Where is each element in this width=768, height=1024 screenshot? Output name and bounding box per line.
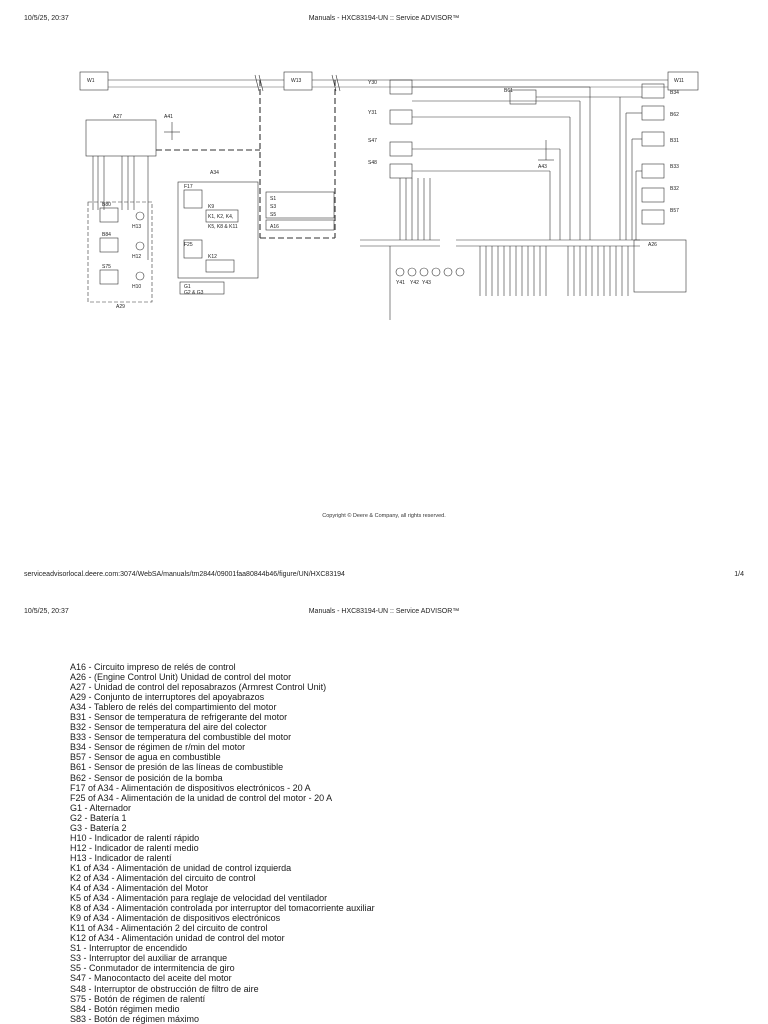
label-W11: W11	[674, 78, 684, 84]
legend-item: G1 - Alternador	[70, 802, 132, 813]
legend-item: A26 - (Engine Control Unit) Unidad de co…	[70, 672, 292, 683]
page2-timestamp: 10/5/25, 20:37	[24, 608, 69, 615]
label-B34: B34	[670, 90, 679, 96]
label-A26: A26	[648, 242, 657, 248]
label-A27: A27	[113, 114, 122, 120]
label-Y43: Y43	[422, 280, 431, 286]
label-Y30: Y30	[368, 80, 377, 86]
label-W1: W1	[87, 78, 95, 84]
component-legend: A16 - Circuito impreso de relés de contr…	[70, 662, 710, 1024]
page-title: Manuals - HXC83194-UN :: Service ADVISOR…	[308, 15, 460, 22]
legend-item: H13 - Indicador de ralentí	[70, 852, 172, 863]
legend-item: K2 of A34 - Alimentación del circuito de…	[70, 872, 256, 883]
label-A34: A34	[210, 170, 219, 176]
legend-item: K12 of A34 - Alimentación unidad de cont…	[70, 933, 285, 944]
legend-item: B33 - Sensor de temperatura del combusti…	[70, 732, 292, 743]
legend-item: K8 of A34 - Alimentación controlada por …	[70, 903, 375, 914]
page-url[interactable]: serviceadvisorlocal.deere.com:3074/WebSA…	[24, 571, 345, 578]
legend-item: S83 - Botón de régimen máximo	[70, 1013, 200, 1024]
legend-item: S5 - Conmutador de intermitencia de giro	[70, 963, 235, 974]
legend-item: K1 of A34 - Alimentación de unidad de co…	[70, 862, 292, 873]
label-B61: B61	[504, 88, 513, 94]
wiring-diagram: W1 W13 W11 A27 A41 A34 A43 A26 A29 B61 B…	[79, 71, 699, 320]
label-S3: S3	[270, 204, 276, 210]
label-B33: B33	[670, 164, 679, 170]
legend-item: A34 - Tablero de relés del compartimient…	[70, 702, 277, 713]
label-S75: S75	[102, 264, 111, 270]
label-H13: H13	[132, 224, 141, 230]
legend-item: K5 of A34 - Alimentación para reglaje de…	[70, 893, 328, 904]
legend-item: B61 - Sensor de presión de las líneas de…	[70, 762, 284, 773]
label-W13: W13	[291, 78, 302, 84]
legend-item: G3 - Batería 2	[70, 822, 127, 833]
legend-item: A27 - Unidad de control del reposabrazos…	[70, 682, 327, 693]
legend-item: B34 - Sensor de régimen de r/min del mot…	[70, 742, 246, 753]
legend-item: A29 - Conjunto de interruptores del apoy…	[70, 692, 265, 703]
label-B31: B31	[670, 138, 679, 144]
label-A41: A41	[164, 114, 173, 120]
label-G2G3: G2 & G3	[184, 290, 204, 296]
legend-item: F17 of A34 - Alimentación de dispositivo…	[70, 782, 311, 793]
legend-item: A16 - Circuito impreso de relés de contr…	[70, 662, 236, 672]
label-K3-group: K5, K8 & K11	[208, 224, 238, 230]
legend-item: S1 - Interruptor de encendido	[70, 943, 188, 954]
legend-item: S75 - Botón de régimen de ralentí	[70, 993, 206, 1004]
label-Y41: Y41	[396, 280, 405, 286]
legend-item: H10 - Indicador de ralentí rápido	[70, 832, 200, 843]
legend-item: G2 - Batería 1	[70, 812, 127, 823]
label-K12: K12	[208, 254, 217, 260]
page-timestamp: 10/5/25, 20:37	[24, 15, 69, 22]
page2-title: Manuals - HXC83194-UN :: Service ADVISOR…	[308, 608, 460, 615]
label-Y31: Y31	[368, 110, 377, 116]
legend-item: F25 of A34 - Alimentación de la unidad d…	[70, 792, 333, 803]
label-F25: F25	[184, 242, 193, 248]
label-A16: A16	[270, 224, 279, 230]
legend-item: K9 of A34 - Alimentación de dispositivos…	[70, 913, 281, 924]
page-number: 1/4	[734, 571, 744, 578]
label-K1-group: K1, K2, K4,	[208, 214, 233, 220]
legend-item: H12 - Indicador de ralentí medio	[70, 842, 199, 853]
label-S48: S48	[368, 160, 377, 166]
label-B80: B80	[102, 202, 111, 208]
legend-item: S84 - Botón régimen medio	[70, 1003, 180, 1014]
copyright-text: Copyright © Deere & Company, all rights …	[322, 513, 446, 519]
legend-item: B62 - Sensor de posición de la bomba	[70, 772, 223, 783]
legend-item: B57 - Sensor de agua en combustible	[70, 752, 221, 763]
label-H10: H10	[132, 284, 141, 290]
legend-item: K4 of A34 - Alimentación del Motor	[70, 883, 209, 894]
label-B84: B84	[102, 232, 111, 238]
legend-item: S47 - Manocontacto del aceite del motor	[70, 973, 232, 984]
label-A29: A29	[116, 304, 125, 310]
legend-item: B32 - Sensor de temperatura del aire del…	[70, 722, 267, 733]
label-K9: K9	[208, 204, 214, 210]
label-A43: A43	[538, 164, 547, 170]
label-S5: S5	[270, 212, 276, 218]
label-F17: F17	[184, 184, 193, 190]
legend-item: S3 - Interruptor del auxiliar de arranqu…	[70, 953, 228, 964]
label-H12: H12	[132, 254, 141, 260]
label-S47: S47	[368, 138, 377, 144]
label-G1: G1	[184, 284, 191, 290]
legend-item: K11 of A34 - Alimentación 2 del circuito…	[70, 923, 268, 934]
label-B32: B32	[670, 186, 679, 192]
legend-item: S48 - Interruptor de obstrucción de filt…	[70, 983, 259, 994]
label-B57: B57	[670, 208, 679, 214]
label-B62: B62	[670, 112, 679, 118]
label-Y42: Y42	[410, 280, 419, 286]
legend-item: B31 - Sensor de temperatura de refrigera…	[70, 712, 288, 723]
label-S1: S1	[270, 196, 276, 202]
